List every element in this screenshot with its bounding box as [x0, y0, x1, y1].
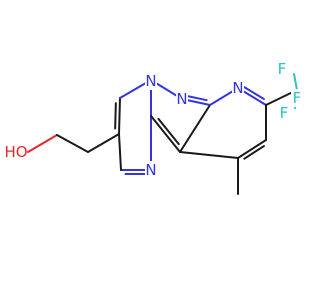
n-bridge2-label-bg [176, 90, 188, 108]
bond-p3-p4-inner [243, 145, 265, 160]
bond-c1-c2 [56, 134, 89, 153]
fluorine-1-atom: F [278, 60, 287, 78]
hydroxyl-label-bg [5, 143, 27, 161]
fluorine-2-atom: F [293, 89, 300, 107]
hydroxyl-atom: HO [4, 143, 27, 161]
bond-p3-p4 [237, 139, 267, 159]
n-bridge2-atom: N [176, 90, 187, 108]
bond-nb-b2-inner [186, 94, 208, 102]
n-pyrimidine-label-bg [145, 161, 157, 179]
bond-b2-b5 [179, 104, 211, 153]
bond-a1-a2 [118, 97, 121, 135]
bonds [27, 73, 300, 195]
n-pyridine-label-bg [232, 79, 244, 97]
fluorine-2-label-bg [291, 89, 300, 107]
n-bridge-atom: N [145, 72, 156, 90]
n-bridge-label-bg [145, 72, 157, 90]
bond-np-p2-inner [243, 86, 265, 101]
bond-b5-a4-inner [157, 117, 180, 146]
bond-o-c1 [27, 134, 58, 153]
fluorine-3-atom: F [280, 104, 289, 122]
fluorine-3-label-bg [278, 104, 290, 122]
bond-a1-a2-inner [114, 102, 117, 130]
fluorine-1-label-bg [276, 60, 288, 78]
n-pyrimidine-atom: N [145, 161, 156, 179]
bond-a6-a1 [118, 133, 122, 171]
bond-b5-a4 [150, 115, 181, 153]
n-pyridine-atom: N [232, 79, 243, 97]
bond-c2-ring [87, 133, 120, 153]
bond-cf-f1 [293, 73, 298, 91]
bond-p4-b5 [179, 151, 239, 159]
